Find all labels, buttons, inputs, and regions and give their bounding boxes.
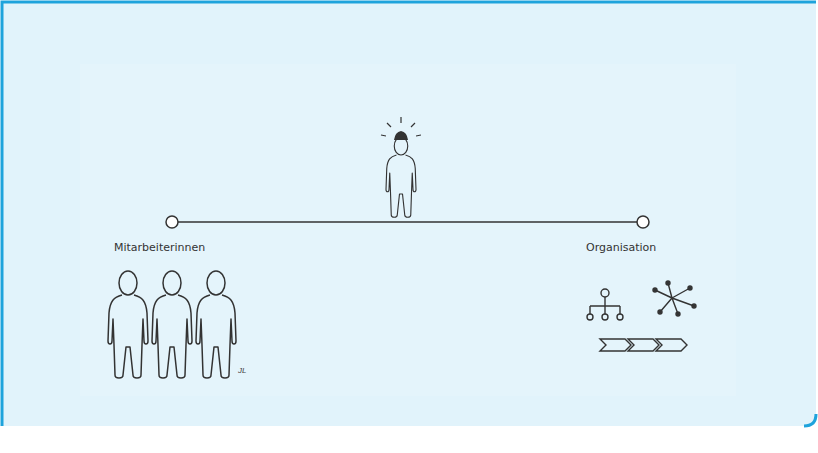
connecting-line — [166, 216, 649, 228]
employee-figures — [108, 271, 236, 378]
org-icons — [587, 281, 696, 351]
panel-corner — [804, 414, 816, 426]
signature: JL — [238, 366, 246, 376]
inner-ground — [80, 64, 736, 396]
group-label: Organisation — [586, 241, 656, 255]
panel-ground — [2, 2, 816, 426]
group-label: Mitarbeiterinnen — [114, 241, 205, 255]
panel-border — [2, 2, 816, 426]
leader-figure — [381, 117, 421, 217]
